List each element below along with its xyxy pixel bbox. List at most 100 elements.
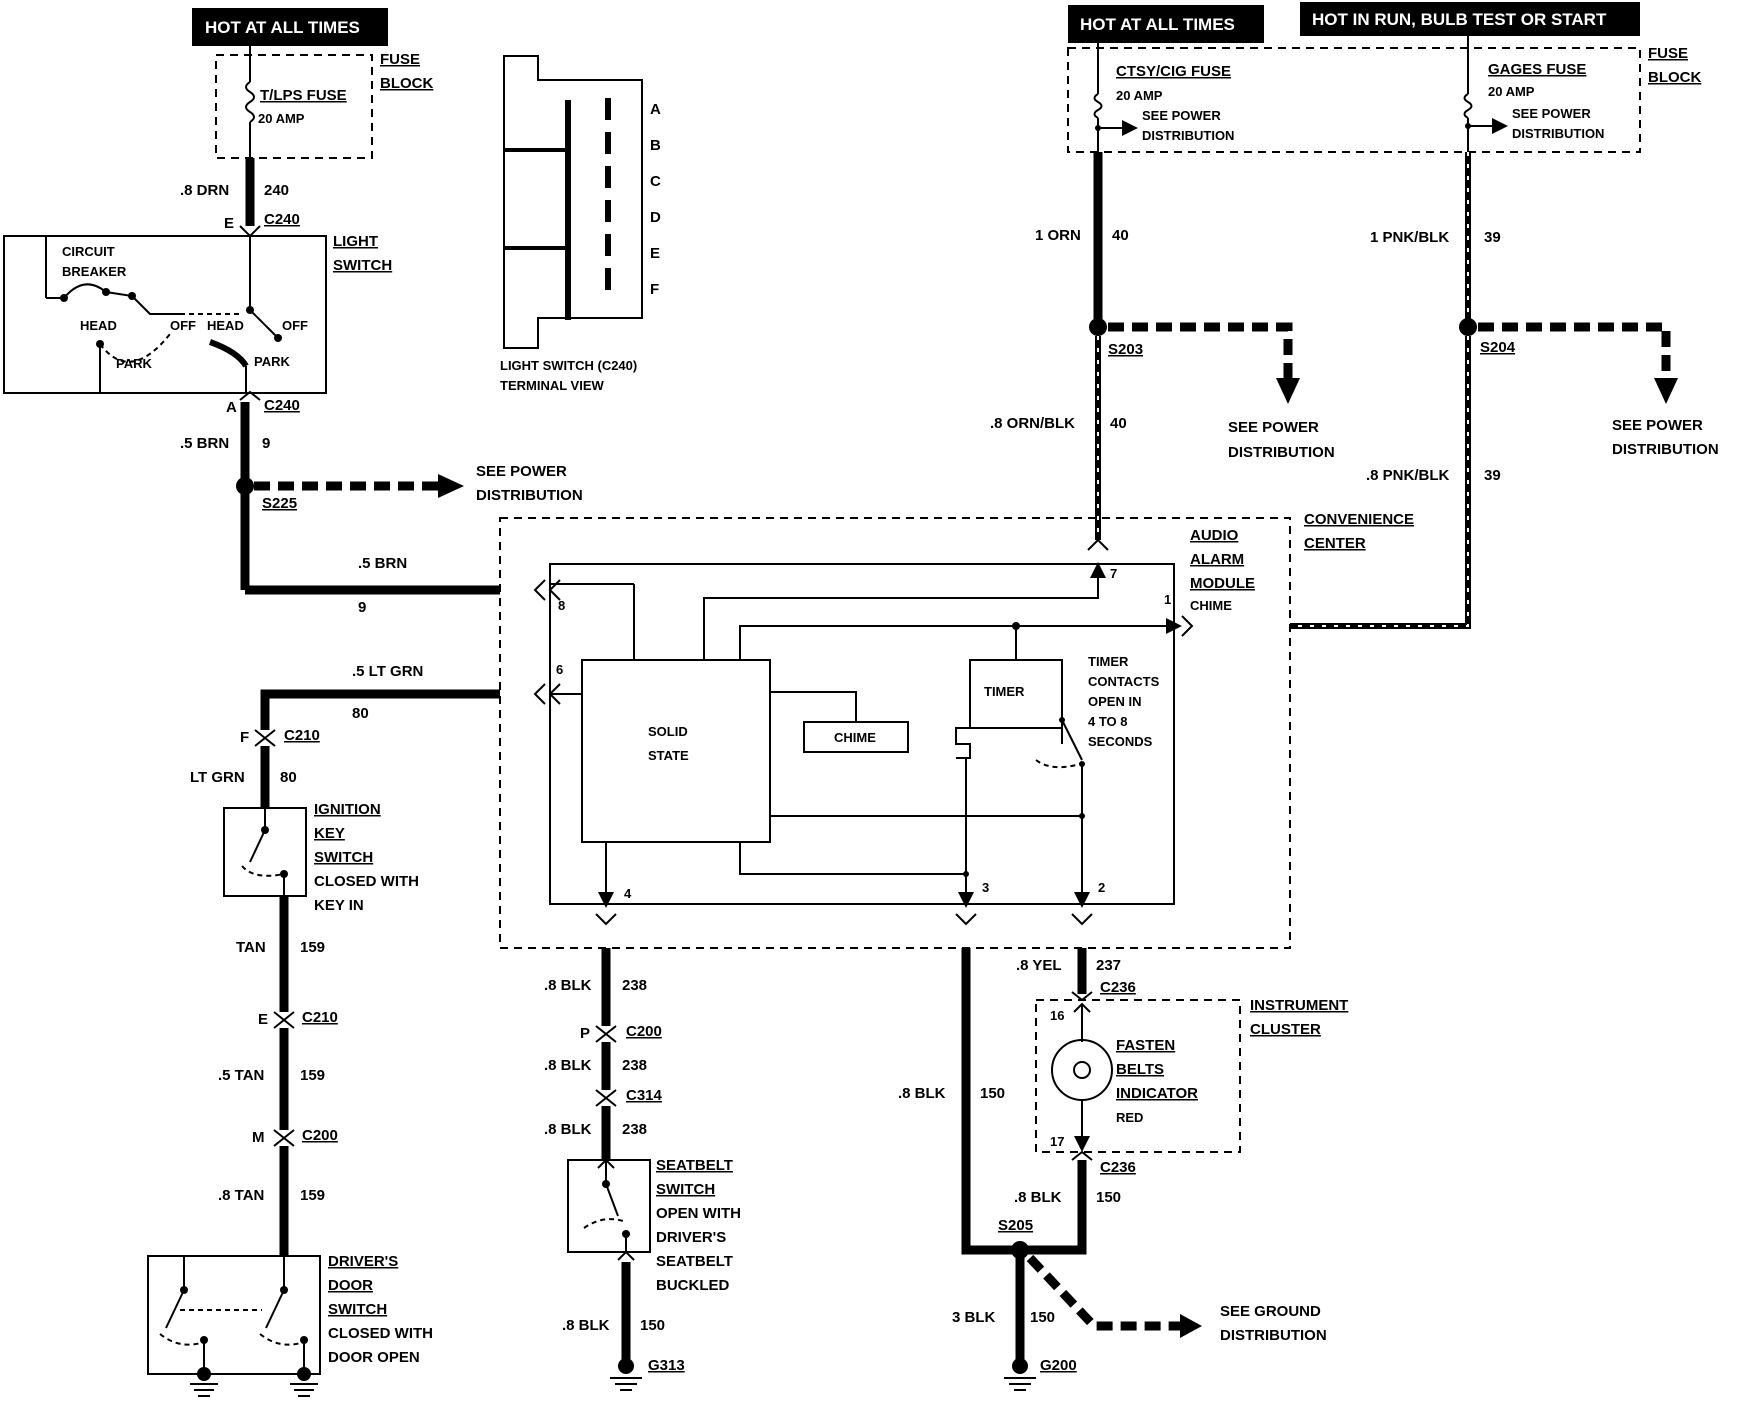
- ignition-key-switch: [223, 807, 307, 897]
- blk150c-gauge: .8 BLK: [1014, 1189, 1062, 1206]
- timer-contacts-1: TIMER: [1088, 654, 1129, 669]
- ignition-label-1: IGNITION: [314, 801, 381, 818]
- s225-label: S225: [262, 495, 297, 512]
- ctsy-see-1: SEE POWER: [1142, 108, 1221, 123]
- circuit-breaker-1: CIRCUIT: [62, 244, 115, 259]
- ltgrn-gauge: LT GRN: [190, 769, 245, 786]
- seatbelt-switch: [567, 1158, 651, 1261]
- park-label-2: PARK: [254, 354, 290, 369]
- tan-num: 159: [300, 939, 325, 956]
- timer-contacts-3: OPEN IN: [1088, 694, 1141, 709]
- ltgrn-num: 80: [280, 769, 297, 786]
- terminal-e: E: [650, 245, 660, 262]
- banner-left-hot: HOT AT ALL TIMES: [192, 8, 388, 46]
- banner-run-hot-text: HOT IN RUN, BULB TEST OR START: [1312, 10, 1607, 29]
- banner-right-hot-text: HOT AT ALL TIMES: [1080, 15, 1235, 34]
- w39-num: 39: [1484, 229, 1501, 246]
- c314-label: C314: [626, 1087, 663, 1104]
- terminal-view-label-1: LIGHT SWITCH (C240): [500, 358, 637, 373]
- timer-contacts-2: CONTACTS: [1088, 674, 1160, 689]
- see-power-s204-2: DISTRIBUTION: [1612, 441, 1719, 458]
- terminal-f: F: [650, 281, 659, 298]
- ctsy-see-2: DISTRIBUTION: [1142, 128, 1234, 143]
- audio-alarm-2: ALARM: [1190, 551, 1244, 568]
- g200-ground: [1004, 1358, 1036, 1391]
- c200-left-label: C200: [302, 1127, 338, 1144]
- blk238-num-2: 238: [622, 1057, 647, 1074]
- c210-pin-e: E: [258, 1011, 268, 1028]
- s203-label: S203: [1108, 341, 1143, 358]
- blk150s-gauge: .8 BLK: [562, 1317, 610, 1334]
- fuse-block-right-1: FUSE: [1648, 45, 1688, 62]
- see-power-s203-1: SEE POWER: [1228, 419, 1319, 436]
- s205-label: S205: [998, 1217, 1033, 1234]
- head-label-1: HEAD: [80, 318, 117, 333]
- convenience-center-2: CENTER: [1304, 535, 1366, 552]
- w40-gauge: 1 ORN: [1035, 227, 1081, 244]
- s204-label: S204: [1480, 339, 1516, 356]
- w40-num: 40: [1112, 227, 1129, 244]
- blk238-gauge-2: .8 BLK: [544, 1057, 592, 1074]
- yel-num: 237: [1096, 957, 1121, 974]
- s203-splice: [1089, 318, 1107, 336]
- off-label-1: OFF: [170, 318, 196, 333]
- see-power-s225-1: SEE POWER: [476, 463, 567, 480]
- w240-gauge: .8 DRN: [180, 182, 229, 199]
- blk238-gauge-3: .8 BLK: [544, 1121, 592, 1138]
- c210-top-label: C210: [284, 727, 320, 744]
- instrument-cluster: 16 17 FASTEN BELTS INDICATOR RED: [1035, 999, 1241, 1153]
- fuse-block-right-2: BLOCK: [1648, 69, 1701, 86]
- door-label-3: SWITCH: [328, 1301, 387, 1318]
- timer-contacts-5: SECONDS: [1088, 734, 1153, 749]
- w9b-gauge: .5 BRN: [358, 555, 407, 572]
- instrument-label-2: CLUSTER: [1250, 1021, 1321, 1038]
- pin-7: 7: [1110, 566, 1117, 581]
- see-ground-2: DISTRIBUTION: [1220, 1327, 1327, 1344]
- c240-top-label: C240: [264, 211, 300, 228]
- tan5-gauge: .5 TAN: [218, 1067, 264, 1084]
- ignition-label-3: SWITCH: [314, 849, 373, 866]
- c236-bottom-label: C236: [1100, 1159, 1136, 1176]
- w40b-num: 40: [1110, 415, 1127, 432]
- blk3-num: 150: [1030, 1309, 1055, 1326]
- pin-2: 2: [1098, 880, 1105, 895]
- ctsy-fuse-rating: 20 AMP: [1116, 88, 1163, 103]
- blk150m-gauge: .8 BLK: [898, 1085, 946, 1102]
- door-label-5: DOOR OPEN: [328, 1349, 420, 1366]
- w40b-gauge: .8 ORN/BLK: [990, 415, 1075, 432]
- g313-ground: [610, 1358, 642, 1391]
- gages-see-2: DISTRIBUTION: [1512, 126, 1604, 141]
- pin-4: 4: [624, 886, 632, 901]
- blk3-gauge: 3 BLK: [952, 1309, 996, 1326]
- audio-alarm-3: MODULE: [1190, 575, 1255, 592]
- timer-contacts-4: 4 TO 8: [1088, 714, 1128, 729]
- door-label-4: CLOSED WITH: [328, 1325, 433, 1342]
- circuit-breaker-2: BREAKER: [62, 264, 127, 279]
- gages-fuse-label: GAGES FUSE: [1488, 61, 1586, 78]
- pin-1: 1: [1164, 592, 1171, 607]
- terminal-c: C: [650, 173, 661, 190]
- w9-num: 9: [262, 435, 270, 452]
- w9b-num: 9: [358, 599, 366, 616]
- blk238-num-1: 238: [622, 977, 647, 994]
- fuse-block-left-2: BLOCK: [380, 75, 433, 92]
- blk150s-num: 150: [640, 1317, 665, 1334]
- fuse-block-left-1: FUSE: [380, 51, 420, 68]
- tan8-gauge: .8 TAN: [218, 1187, 264, 1204]
- c240-pin-e: E: [224, 215, 234, 232]
- blk150c-num: 150: [1096, 1189, 1121, 1206]
- yel-gauge: .8 YEL: [1016, 957, 1062, 974]
- light-switch-title-2: SWITCH: [333, 257, 392, 274]
- convenience-center-1: CONVENIENCE: [1304, 511, 1414, 528]
- seatbelt-label-1: SEATBELT: [656, 1157, 733, 1174]
- w80-num: 80: [352, 705, 369, 722]
- banner-left-hot-text: HOT AT ALL TIMES: [205, 18, 360, 37]
- c200-pin-m: M: [252, 1129, 265, 1146]
- door-label-2: DOOR: [328, 1277, 373, 1294]
- see-power-s204-1: SEE POWER: [1612, 417, 1703, 434]
- indicator-1: FASTEN: [1116, 1037, 1175, 1054]
- ignition-label-5: KEY IN: [314, 897, 364, 914]
- convenience-center: CONVENIENCE CENTER AUDIO ALARM MODULE CH…: [499, 511, 1414, 949]
- ctsy-fuse-label: CTSY/CIG FUSE: [1116, 63, 1231, 80]
